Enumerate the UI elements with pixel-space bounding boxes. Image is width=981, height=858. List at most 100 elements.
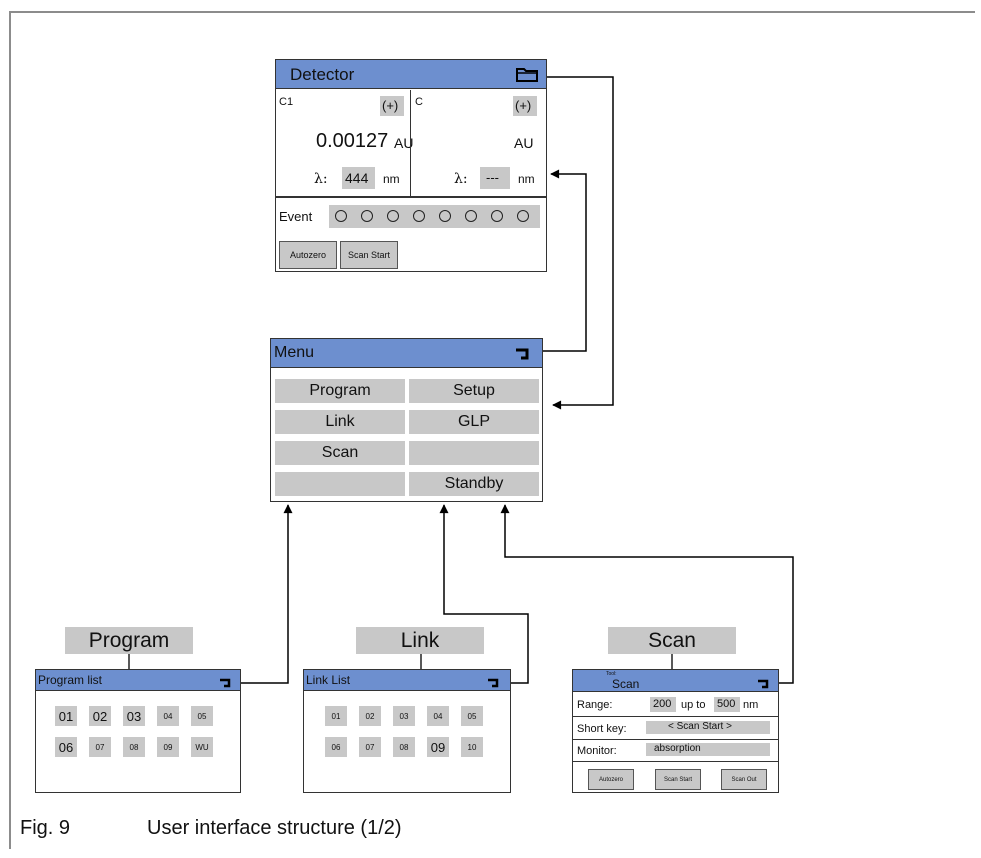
event-led-1 [335,210,347,222]
scan-tool-label: Tool: [606,671,617,677]
event-led-4 [413,210,425,222]
range-from-field[interactable]: 200 [650,697,676,712]
menu-title: Menu [274,344,315,361]
event-indicator-strip [329,205,540,228]
program-slot-08[interactable]: 08 [123,737,145,757]
menu-item-empty-right[interactable] [409,441,539,465]
monitor-field[interactable]: absorption [646,743,770,756]
scan-title: Scan [612,677,640,691]
range-to-field[interactable]: 500 [714,697,740,712]
link-slot-10[interactable]: 10 [461,737,483,757]
link-slot-03[interactable]: 03 [393,706,415,726]
event-led-8 [517,210,529,222]
scan-scan-out-button[interactable]: Scan Out [721,769,767,790]
scan-start-button[interactable]: Scan Start [340,241,398,269]
program-slot-wu[interactable]: WU [191,737,213,757]
scan-scan-start-button[interactable]: Scan Start [655,769,701,790]
program-slot-03[interactable]: 03 [123,706,145,726]
monitor-label: Monitor: [577,745,617,757]
link-slot-02[interactable]: 02 [359,706,381,726]
frame-top-border [9,11,975,13]
channel1-name: C1 [279,96,294,108]
channel2-sign[interactable]: (+) [513,96,537,116]
channel1-value: 0.00127 [316,130,389,152]
link-slot-09[interactable]: 09 [427,737,449,757]
range-label: Range: [577,699,613,711]
link-slot-06[interactable]: 06 [325,737,347,757]
menu-item-standby[interactable]: Standby [409,472,539,496]
link-list-back-icon[interactable] [487,675,499,693]
program-list-screen: Program list 01 02 03 04 05 06 07 08 09 … [35,669,241,793]
channel1-unit: AU [394,135,414,151]
link-slot-01[interactable]: 01 [325,706,347,726]
program-caption: Program [65,627,193,654]
event-led-3 [387,210,399,222]
detector-separator [276,196,546,198]
link-caption: Link [356,627,484,654]
program-list-back-icon[interactable] [219,675,231,693]
detector-screen: Detector C1 (+) 0.00127 AU λ: 444 nm C (… [275,59,547,272]
scan-back-icon[interactable] [757,676,769,694]
folder-icon[interactable] [516,67,538,87]
channel2-wavelength-field[interactable]: --- [480,167,510,189]
event-led-2 [361,210,373,222]
menu-title-bar: Menu [271,339,542,368]
event-led-5 [439,210,451,222]
program-slot-07[interactable]: 07 [89,737,111,757]
event-led-7 [491,210,503,222]
menu-back-icon[interactable] [515,347,529,365]
scan-autozero-button[interactable]: Autozero [588,769,634,790]
arrow-scan-to-menu [500,504,794,684]
link-list-title-bar: Link List [304,670,510,691]
link-list-screen: Link List 01 02 03 04 05 06 07 08 09 10 [303,669,511,793]
arrow-menu-to-detector [543,169,587,352]
channel1-sign[interactable]: (+) [380,96,404,116]
arrow-detector-to-menu [547,76,614,410]
figure-number: Fig. 9 [20,817,71,839]
arrow-program-to-menu [241,504,293,684]
scan-row-divider-1 [573,716,778,717]
scan-row-divider-3 [573,761,778,762]
program-slot-04[interactable]: 04 [157,706,179,726]
program-slot-06[interactable]: 06 [55,737,77,757]
menu-item-link[interactable]: Link [275,410,405,434]
program-list-title-bar: Program list [36,670,240,691]
menu-item-empty-left[interactable] [275,472,405,496]
menu-screen: Menu Program Setup Link GLP Scan Standby [270,338,543,502]
channel2-nm-label: nm [518,172,535,186]
range-upto-label: up to [681,699,706,711]
range-nm-label: nm [743,699,759,711]
channel2-unit: AU [514,135,534,151]
channel1-nm-label: nm [383,172,400,186]
detector-title: Detector [290,65,355,84]
link-slot-05[interactable]: 05 [461,706,483,726]
detector-title-bar: Detector [276,60,546,89]
link-list-title: Link List [306,673,351,687]
shortkey-label: Short key: [577,723,627,735]
scan-screen: Tool: Scan Range: 200 up to 500 nm Short… [572,669,779,793]
program-slot-05[interactable]: 05 [191,706,213,726]
autozero-button[interactable]: Autozero [279,241,337,269]
event-led-6 [465,210,477,222]
shortkey-field[interactable]: < Scan Start > [646,721,770,734]
menu-item-setup[interactable]: Setup [409,379,539,403]
menu-item-glp[interactable]: GLP [409,410,539,434]
program-list-title: Program list [38,673,103,687]
scan-title-bar: Tool: Scan [573,670,778,692]
menu-item-program[interactable]: Program [275,379,405,403]
link-slot-04[interactable]: 04 [427,706,449,726]
event-label: Event [279,209,313,224]
program-slot-01[interactable]: 01 [55,706,77,726]
channel1-wavelength-field[interactable]: 444 [342,167,375,189]
figure-title: User interface structure (1/2) [147,817,402,839]
channel2-lambda-label: λ: [454,171,468,187]
scan-row-divider-2 [573,739,778,740]
program-slot-02[interactable]: 02 [89,706,111,726]
link-slot-08[interactable]: 08 [393,737,415,757]
menu-item-scan[interactable]: Scan [275,441,405,465]
program-slot-09[interactable]: 09 [157,737,179,757]
arrow-link-to-menu [439,504,529,684]
link-slot-07[interactable]: 07 [359,737,381,757]
